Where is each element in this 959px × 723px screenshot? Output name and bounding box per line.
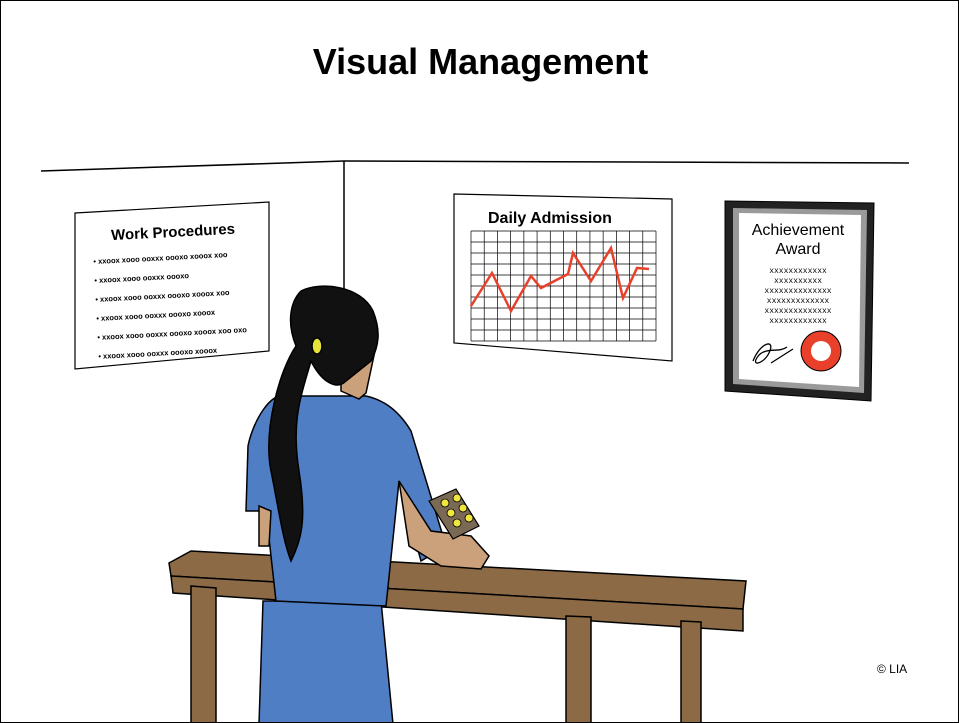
- admission-title: Daily Admission: [488, 210, 612, 227]
- award-text-line: xxxxxxxxxxxx: [769, 267, 827, 276]
- slide-title: Visual Management: [312, 41, 649, 82]
- procedures-title: Work Procedures: [111, 221, 236, 244]
- achievement-award-frame: Achievement Award xxxxxxxxxxxx xxxxxxxxx…: [724, 200, 875, 402]
- room-lines: [40, 160, 910, 301]
- pill: [446, 508, 456, 518]
- award-text-line: xxxxxxxxxx: [774, 277, 822, 286]
- award-seal-icon: [800, 330, 842, 372]
- award-text-line: xxxxxxxxxxxx: [769, 317, 827, 326]
- nurse-figure: [245, 285, 490, 722]
- hair-tie: [311, 337, 323, 355]
- table: [168, 550, 747, 722]
- pill: [464, 513, 474, 523]
- pill: [458, 503, 468, 513]
- pill: [440, 498, 450, 508]
- signature-icon: [752, 343, 794, 364]
- award-text-line: xxxxxxxxxxxxxx: [764, 287, 831, 296]
- admission-trend-line: [469, 244, 650, 314]
- pill: [452, 493, 462, 503]
- pill-blister-icon: [428, 488, 480, 540]
- award-title-line2: Award: [775, 241, 820, 258]
- pill: [452, 518, 462, 528]
- daily-admission-poster: Daily Admission: [453, 193, 673, 362]
- copyright-label: © LIA: [877, 662, 908, 676]
- award-text-line: xxxxxxxxxxxxxx: [764, 307, 831, 316]
- award-text-line: xxxxxxxxxxxxx: [767, 297, 830, 306]
- work-procedures-poster: Work Procedures • xxoox xooo ooxxx oooxo…: [74, 201, 270, 370]
- award-title-line1: Achievement: [752, 222, 845, 239]
- admission-chart-grid: [470, 230, 657, 342]
